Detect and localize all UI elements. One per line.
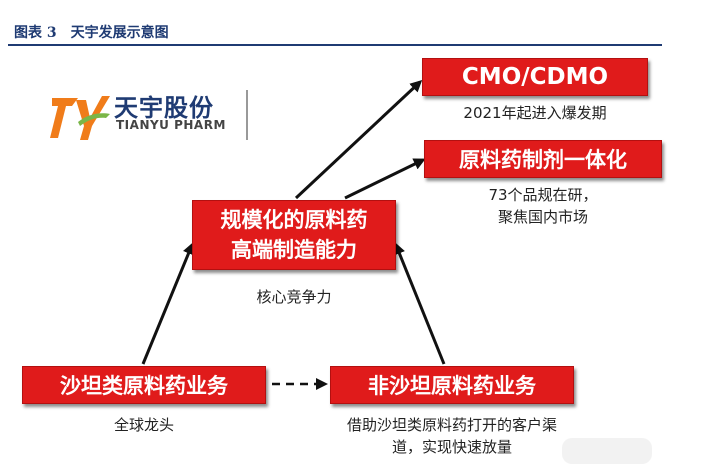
header-rule bbox=[8, 44, 662, 46]
integration-caption-line-2: 聚焦国内市场 bbox=[497, 208, 588, 226]
integration-caption: 73个品规在研， 聚焦国内市场 bbox=[424, 184, 662, 228]
ty-logo-icon bbox=[50, 96, 110, 140]
core-box: 规模化的原料药 高端制造能力 bbox=[192, 200, 396, 270]
integration-label: 原料药制剂一体化 bbox=[459, 148, 627, 172]
core-caption: 核心竞争力 bbox=[256, 288, 332, 306]
non-sartan-label: 非沙坦原料药业务 bbox=[368, 374, 536, 398]
sartan-caption: 全球龙头 bbox=[113, 416, 174, 434]
figure-title: 天宇发展示意图 bbox=[70, 25, 169, 41]
integration-box: 原料药制剂一体化 bbox=[424, 140, 662, 178]
cmo-label: CMO/CDMO bbox=[461, 64, 609, 90]
logo-name-cn: 天宇股份 bbox=[114, 93, 214, 122]
non-sartan-caption-line-1: 借助沙坦类原料药打开的客户渠 bbox=[346, 416, 557, 434]
logo-divider bbox=[246, 90, 248, 140]
core-label-line-1: 规模化的原料药 bbox=[220, 208, 368, 232]
sartan-label: 沙坦类原料药业务 bbox=[60, 374, 228, 398]
core-label-line-2: 高端制造能力 bbox=[231, 238, 357, 262]
logo-name-en: TIANYU PHARM bbox=[116, 118, 226, 132]
figure-number: 图表 3 bbox=[14, 25, 57, 41]
tianyu-logo: 天宇股份 TIANYU PHARM bbox=[48, 86, 250, 146]
watermark-blur bbox=[562, 438, 652, 464]
figure-header: 图表 3 天宇发展示意图 bbox=[14, 22, 169, 42]
non-sartan-box: 非沙坦原料药业务 bbox=[330, 366, 574, 404]
non-sartan-caption-line-2: 道，实现快速放量 bbox=[391, 438, 512, 456]
arrow-nonsartan-to-core bbox=[393, 242, 446, 365]
sartan-box: 沙坦类原料药业务 bbox=[22, 366, 266, 404]
cmo-caption: 2021年起进入爆发期 bbox=[463, 104, 607, 122]
cmo-box: CMO/CDMO bbox=[422, 58, 648, 96]
non-sartan-caption: 借助沙坦类原料药打开的客户渠 道，实现快速放量 bbox=[306, 414, 598, 458]
arrow-core-to-cmo bbox=[294, 79, 423, 200]
arrow-sartan-to-core bbox=[141, 242, 195, 365]
integration-caption-line-1: 73个品规在研， bbox=[488, 186, 598, 204]
arrow-core-to-integration bbox=[344, 158, 426, 200]
